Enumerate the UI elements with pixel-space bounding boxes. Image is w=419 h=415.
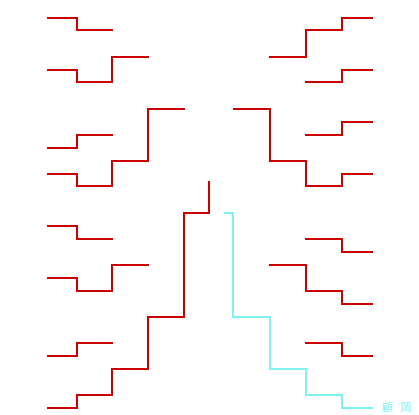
right-r1-match-1 (269, 17, 373, 58)
left-r1-match-3 (47, 134, 113, 149)
left-r1-match-8 (47, 181, 210, 409)
right-r1-match-2 (305, 69, 373, 83)
right-r1-match-5 (305, 238, 373, 253)
winner-path (224, 212, 373, 409)
left-r1-match-4 (47, 108, 185, 187)
right-r1-match-7 (305, 342, 373, 357)
left-r1-match-2 (47, 56, 149, 83)
right-r1-match-4 (233, 108, 373, 187)
left-r1-match-1 (47, 17, 113, 31)
left-r1-match-7 (47, 342, 113, 357)
right-r1-match-3 (305, 121, 373, 136)
champion-label: 顧 岡 (382, 401, 414, 414)
right-r1-match-6 (269, 264, 373, 305)
left-r1-match-6 (47, 264, 149, 292)
left-r1-match-5 (47, 225, 113, 240)
